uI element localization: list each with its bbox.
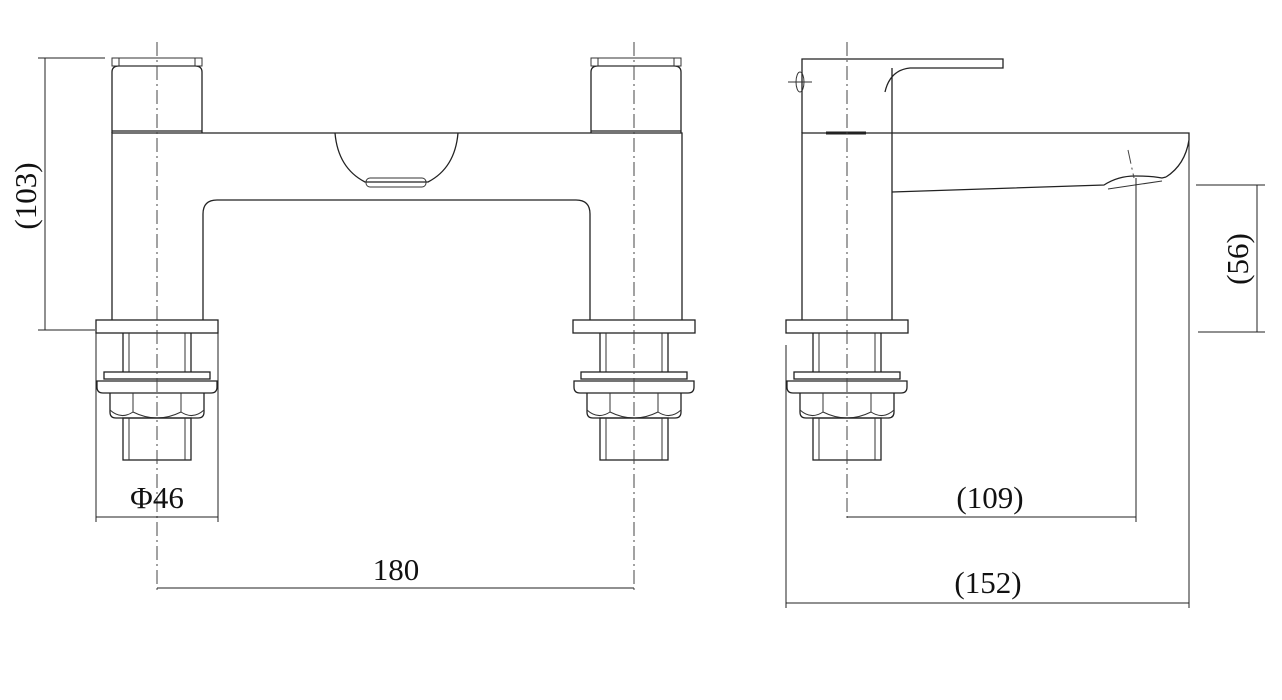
spout-bowl <box>334 132 459 183</box>
spout-reach-label: (109) <box>956 480 1023 515</box>
side-lever <box>801 58 1004 133</box>
center-distance-label: 180 <box>373 552 420 587</box>
diameter-dimension-label: Φ46 <box>130 480 184 515</box>
right-handle <box>590 57 682 134</box>
side-body-outline <box>801 68 1190 320</box>
spout-height-label: (56) <box>1220 233 1255 285</box>
front-body-outline <box>111 132 683 320</box>
side-view: (56) (109) (152) <box>785 42 1265 608</box>
height-dimension-label: (103) <box>8 162 43 229</box>
aerator <box>365 177 427 188</box>
overall-depth-label: (152) <box>954 565 1021 600</box>
front-view: (103) Φ46 180 <box>8 42 696 592</box>
spout-underside <box>891 175 1167 193</box>
